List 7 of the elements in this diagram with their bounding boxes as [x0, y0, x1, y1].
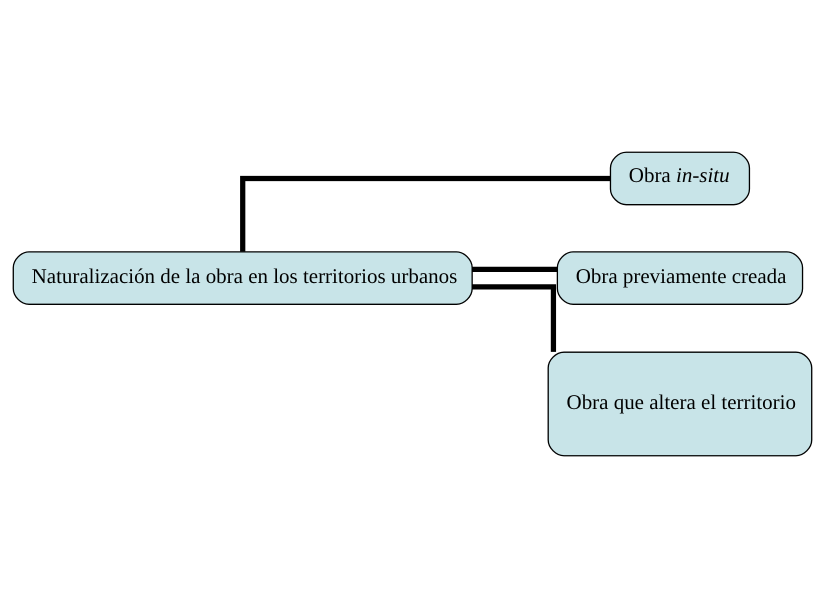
node-box: Naturalización de la obra en los territorios urbanos — [12, 251, 473, 305]
connector — [472, 284, 556, 352]
connector — [472, 266, 558, 272]
connector — [240, 176, 610, 252]
node-box: Obra que altera el territorio — [548, 352, 812, 456]
node-box: Obra previamente creada — [556, 251, 804, 305]
node-box: Obra in-situ — [610, 152, 750, 206]
